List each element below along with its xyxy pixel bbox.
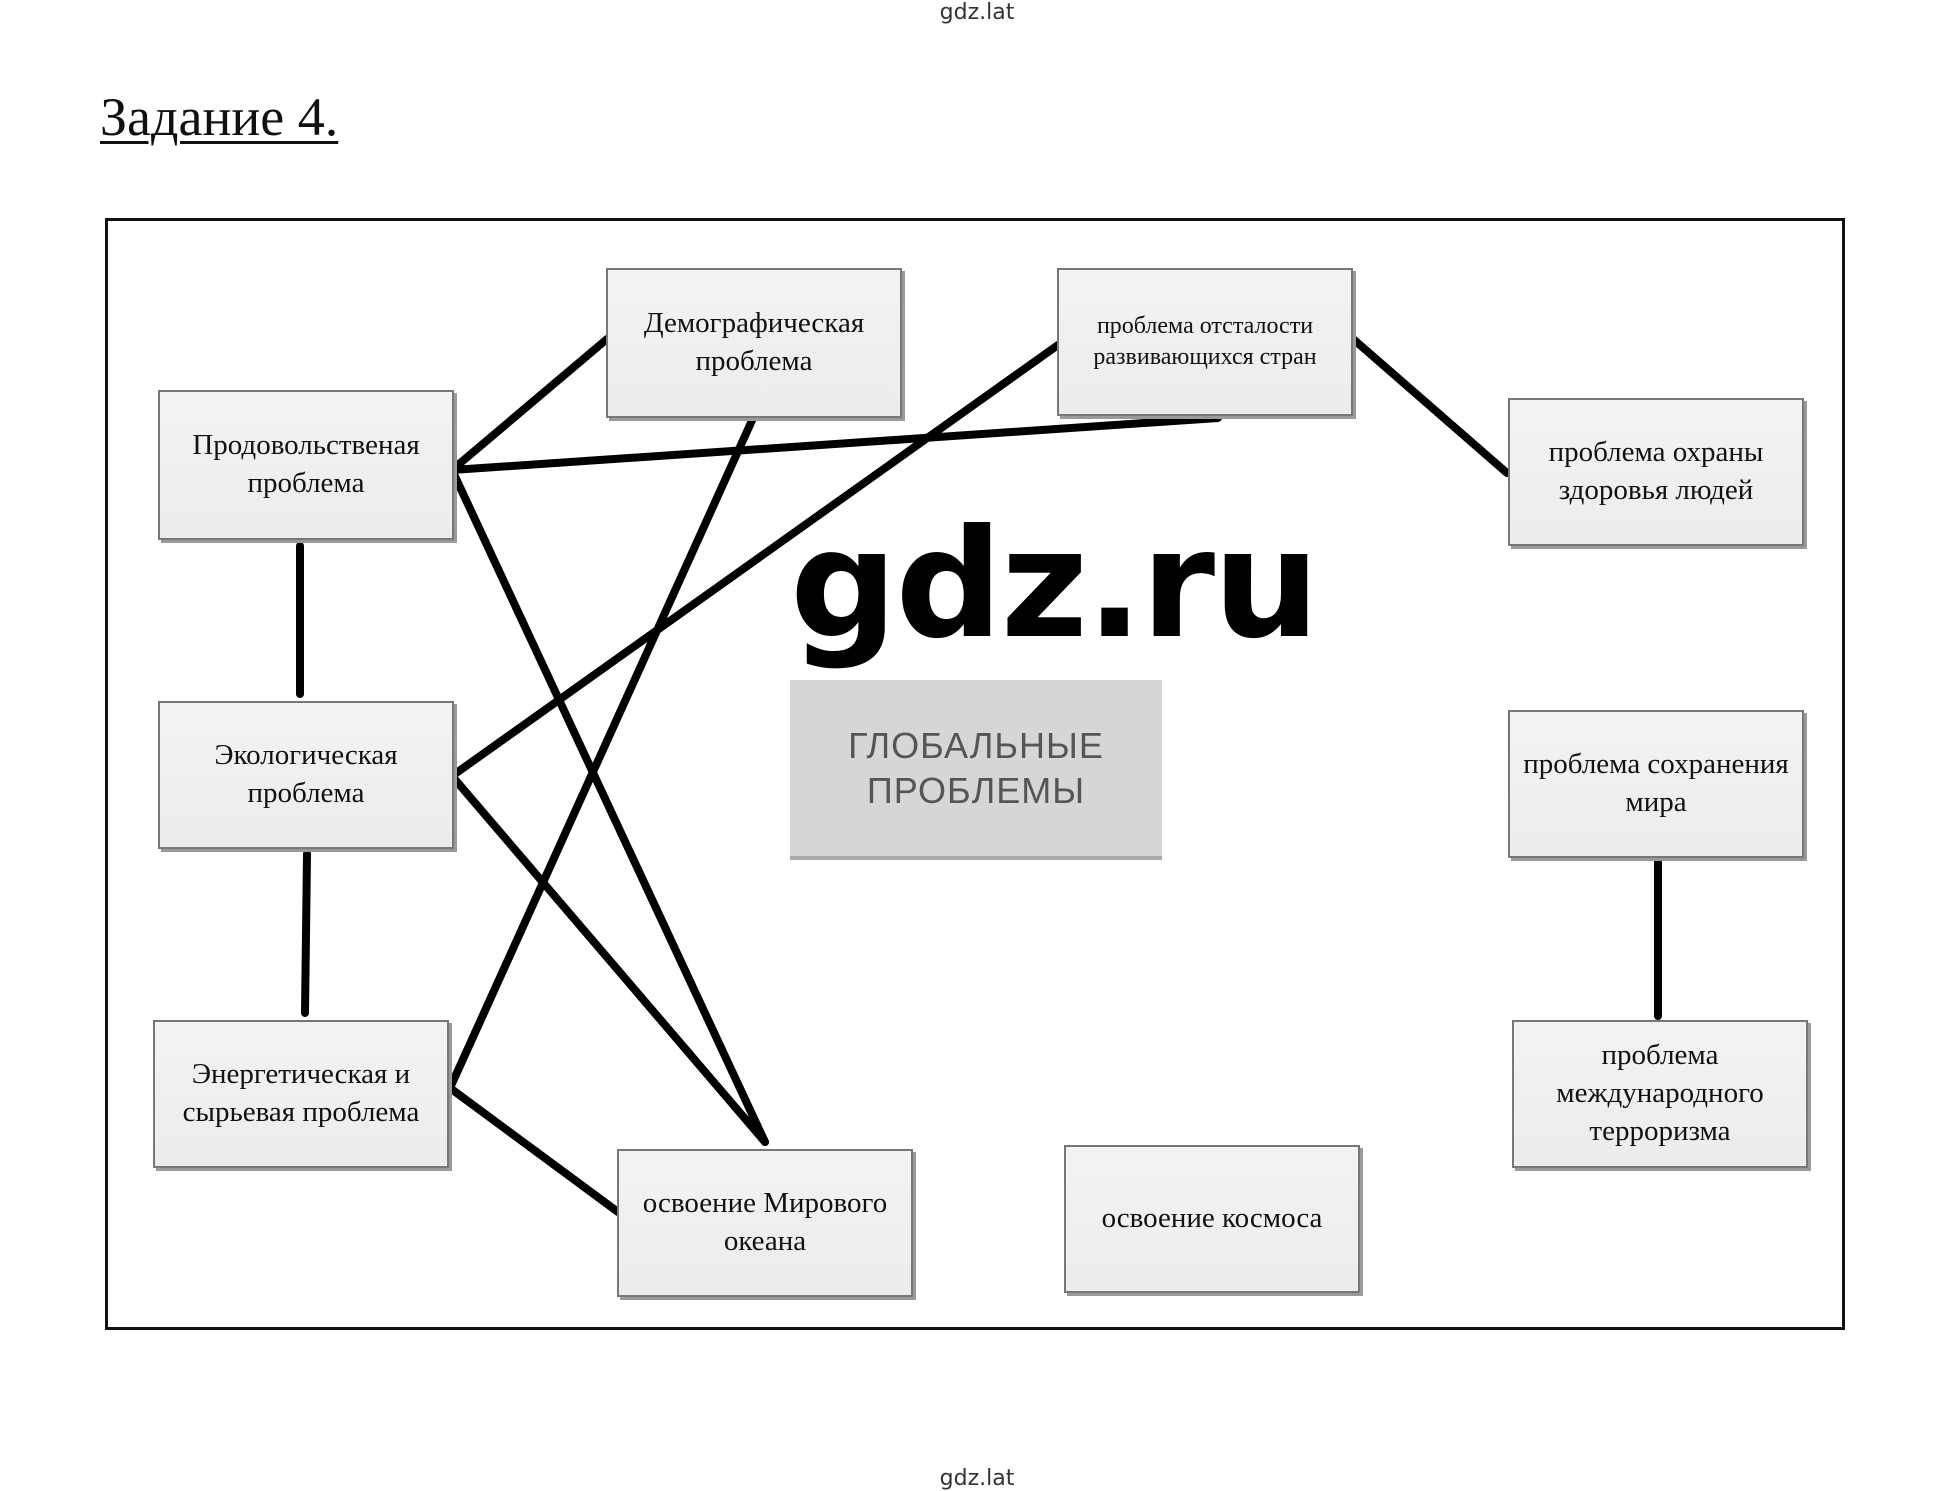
box-ocean: освоение Мирового океана — [617, 1149, 913, 1297]
box-peace: проблема сохранения мира — [1508, 710, 1804, 858]
box-space: освоение космоса — [1064, 1145, 1360, 1293]
center-label: ГЛОБАЛЬНЫЕ ПРОБЛЕМЫ — [790, 680, 1162, 860]
task-title: Задание 4. — [100, 87, 339, 147]
box-underdevelopment: проблема отсталости развивающихся стран — [1057, 268, 1353, 416]
box-food: Продовольственая проблема — [158, 390, 454, 540]
box-terrorism: проблема международного терроризма — [1512, 1020, 1808, 1168]
diagram-frame — [105, 218, 1845, 1330]
box-demographic: Демографическая проблема — [606, 268, 902, 418]
site-tag-bottom: gdz.lat — [939, 1466, 1015, 1491]
site-tag-top: gdz.lat — [939, 0, 1015, 25]
box-ecological: Экологическая проблема — [158, 701, 454, 849]
box-health: проблема охраны здоровья людей — [1508, 398, 1804, 546]
watermark: gdz.ru — [790, 498, 1320, 672]
box-energy: Энергетическая и сырьевая проблема — [153, 1020, 449, 1168]
